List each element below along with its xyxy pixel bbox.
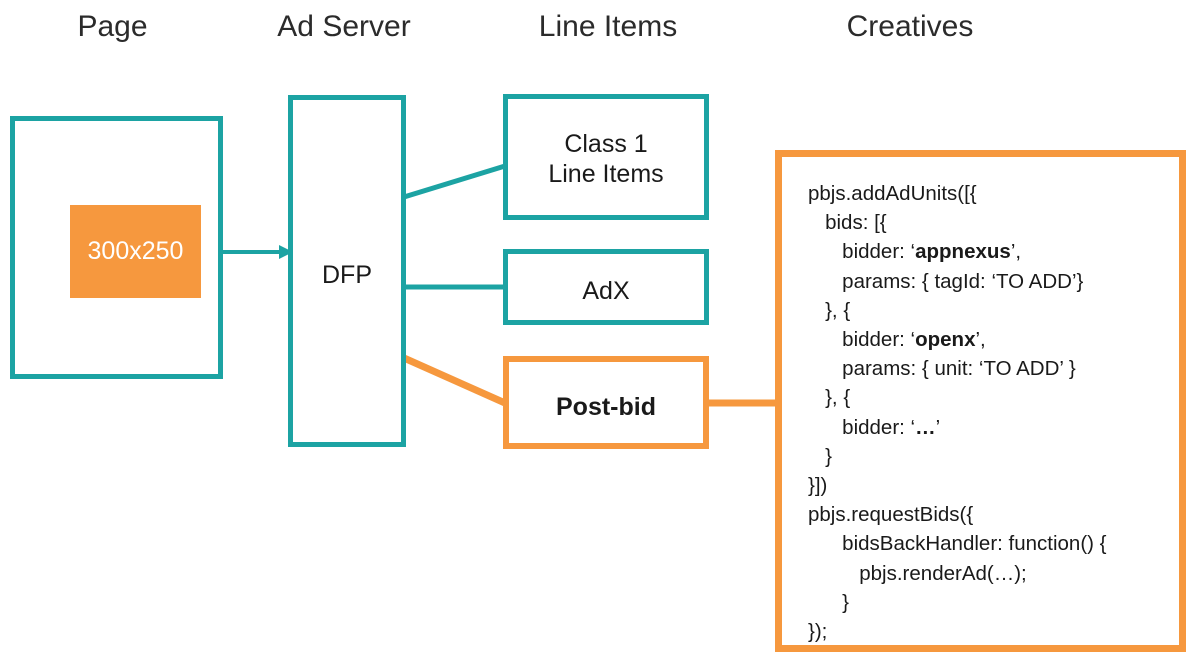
code-line: }, { xyxy=(808,298,851,322)
post-bid-label: Post-bid xyxy=(556,393,656,421)
code-line: bidder: ‘openx’, xyxy=(808,328,986,352)
line-item-adx-box[interactable]: AdX xyxy=(503,249,709,325)
code-lines: pbjs.addAdUnits([{ bids: [{ bidder: ‘app… xyxy=(808,179,1175,646)
class1-label: Class 1 Line Items xyxy=(508,129,704,189)
ad-server-dfp-box[interactable]: DFP xyxy=(288,95,406,447)
class1-label-line1: Class 1 xyxy=(564,130,648,158)
code-token-bold: … xyxy=(915,415,936,439)
code-line: } xyxy=(808,444,832,468)
code-line: bidder: ‘…’ xyxy=(808,415,941,439)
code-line: bidsBackHandler: function() { xyxy=(808,532,1107,556)
code-line: pbjs.renderAd(…); xyxy=(808,561,1027,585)
column-header-page: Page xyxy=(77,10,148,43)
code-line: }); xyxy=(808,620,828,644)
code-line: params: { unit: ‘TO ADD’ } xyxy=(808,357,1076,381)
connector-dfp-to-class1 xyxy=(403,163,506,200)
code-line: }]) xyxy=(808,474,828,498)
creative-code-block[interactable]: pbjs.addAdUnits([{ bids: [{ bidder: ‘app… xyxy=(775,150,1186,652)
code-line: pbjs.requestBids({ xyxy=(808,503,974,527)
dfp-label: DFP xyxy=(322,261,372,289)
line-item-post-bid-box[interactable]: Post-bid xyxy=(503,356,709,449)
code-line: }, { xyxy=(808,386,851,410)
column-header-line-items: Line Items xyxy=(538,10,678,43)
adx-label: AdX xyxy=(582,277,630,305)
column-header-ad-server: Ad Server xyxy=(277,10,411,43)
column-header-creatives: Creatives xyxy=(846,10,974,43)
connector-dfp-to-postbid xyxy=(402,354,507,407)
code-line: } xyxy=(808,590,850,614)
code-token-bold: appnexus xyxy=(915,240,1011,264)
code-line: bidder: ‘appnexus’, xyxy=(808,240,1022,264)
creative-banner-300x250[interactable]: 300x250 xyxy=(70,205,201,298)
code-line: params: { tagId: ‘TO ADD’} xyxy=(808,269,1084,293)
code-token-bold: openx xyxy=(915,328,976,352)
class1-label-line2: Line Items xyxy=(548,160,664,188)
code-line: bids: [{ xyxy=(808,211,887,235)
code-line: pbjs.addAdUnits([{ xyxy=(808,182,977,205)
line-item-class1-box[interactable]: Class 1 Line Items xyxy=(503,94,709,220)
